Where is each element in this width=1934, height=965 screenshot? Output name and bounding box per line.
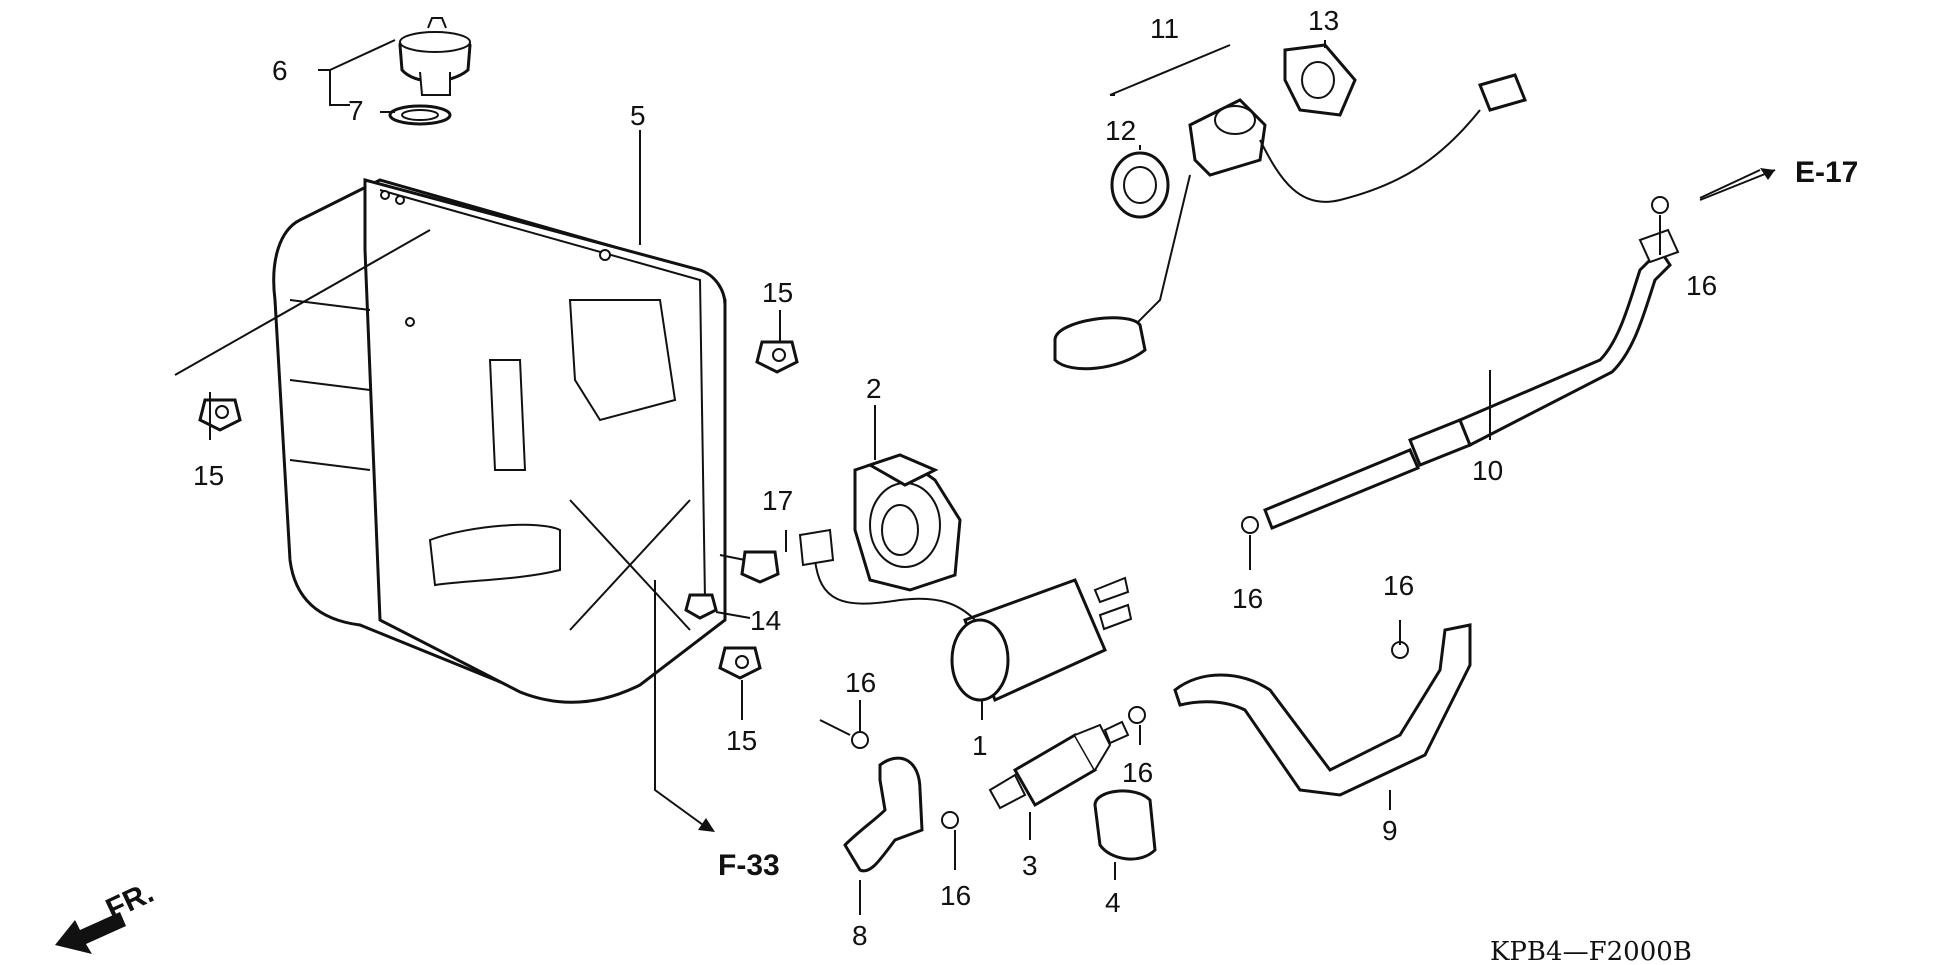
callout-17: 17 (762, 485, 793, 516)
callout-14: 14 (750, 605, 781, 636)
bolt-17 (719, 550, 780, 584)
fuel-pump (798, 528, 1133, 703)
hose-9 (1173, 623, 1472, 797)
callout-11: 11 (1150, 13, 1179, 44)
fuel-filter (988, 720, 1130, 810)
diagram-code: KPB4—F2000B (1490, 937, 1692, 965)
callout-1: 1 (972, 730, 988, 761)
callout-3: 3 (1022, 850, 1038, 881)
nut-15-top (755, 340, 799, 374)
reference-f33: F-33 (718, 849, 780, 882)
callout-5: 5 (630, 100, 646, 131)
leader-lines (174, 39, 1761, 915)
cap-gasket (388, 104, 452, 126)
reference-e17: E-17 (1795, 156, 1858, 189)
callout-16-left: 16 (845, 667, 876, 698)
callout-15-top: 15 (762, 277, 793, 308)
arrow-to-f33 (698, 818, 715, 832)
nut-14 (684, 593, 718, 620)
callout-13: 13 (1308, 5, 1339, 36)
hose-clips (851, 196, 1669, 829)
pump-bracket (853, 453, 962, 592)
callout-12: 12 (1105, 115, 1136, 146)
nut-15-left (198, 398, 242, 432)
callout-15-left: 15 (193, 460, 224, 491)
fuel-cap (398, 17, 472, 96)
callout-15-bottom: 15 (726, 725, 757, 756)
front-arrow (55, 912, 126, 954)
callout-6: 6 (272, 55, 288, 86)
callout-16-right: 16 (1383, 570, 1414, 601)
level-sensor-unit (1053, 73, 1528, 371)
callout-9: 9 (1382, 815, 1398, 846)
fuel-tank (272, 178, 727, 704)
callout-10: 10 (1472, 455, 1503, 486)
callout-16-top-right: 16 (1686, 270, 1717, 301)
callout-7: 7 (348, 95, 364, 126)
hose-8 (843, 756, 924, 873)
sensor-seal (1110, 151, 1170, 219)
sensor-lock-ring (1283, 43, 1357, 117)
arrow-to-e17 (1699, 168, 1776, 201)
nut-15-bottom (718, 646, 762, 680)
callout-4: 4 (1105, 887, 1121, 918)
callout-16-filter: 16 (1122, 757, 1153, 788)
callout-8: 8 (852, 920, 868, 951)
filter-clip (1093, 789, 1157, 861)
callout-2: 2 (866, 373, 882, 404)
callout-16-mid: 16 (1232, 583, 1263, 614)
callout-16-bottom: 16 (940, 880, 971, 911)
